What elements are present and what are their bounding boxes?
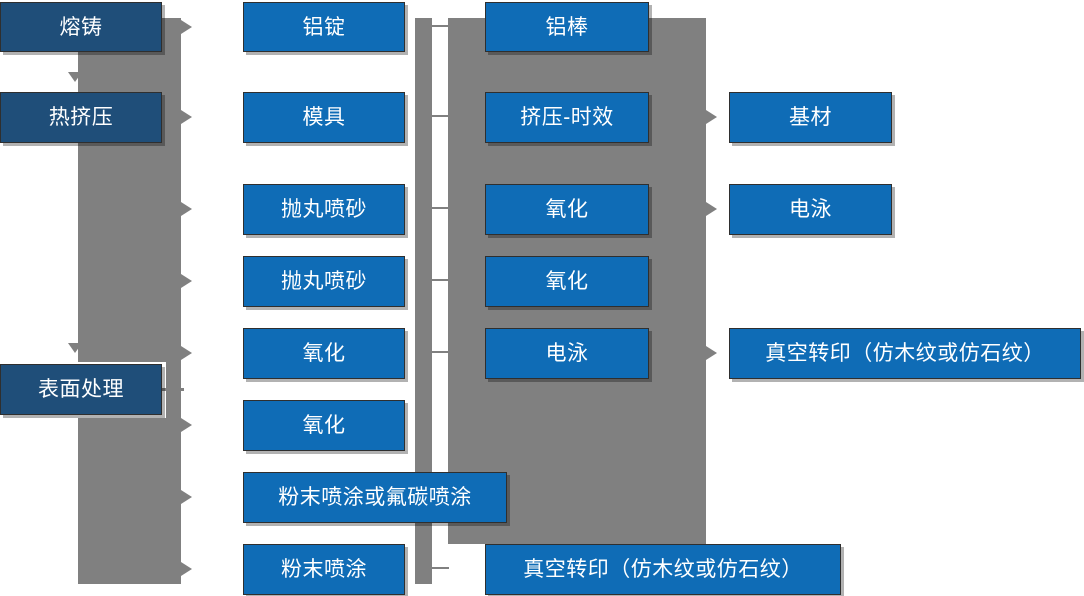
detail-extrusion-aging[interactable]: 挤压-时效 [485, 92, 649, 143]
arrow-to-proc-oxidation-1 [181, 346, 192, 360]
proc-mold[interactable]: 模具 [243, 92, 405, 143]
detail-vacuum-transfer-bottom[interactable]: 真空转印（仿木纹或仿石纹） [485, 544, 841, 595]
middle-trunk-connector [415, 18, 432, 584]
arrow-to-proc-powder-coating [181, 562, 192, 576]
proc-oxidation-2[interactable]: 氧化 [243, 400, 405, 451]
arrow-to-proc-powder-or-fluorocarbon [181, 490, 192, 504]
arrow-to-proc-shot-blasting-2 [181, 274, 192, 288]
proc-shot-blasting-2[interactable]: 抛丸喷砂 [243, 256, 405, 307]
output-electrophoresis[interactable]: 电泳 [729, 184, 892, 235]
output-vacuum-transfer[interactable]: 真空转印（仿木纹或仿石纹） [729, 328, 1081, 379]
detail-aluminum-rod[interactable]: 铝棒 [485, 2, 649, 52]
stage-surface-treatment[interactable]: 表面处理 [0, 364, 162, 415]
stage-hot-extrusion[interactable]: 热挤压 [0, 92, 162, 143]
arrow-to-output-vacuum-transfer [706, 346, 717, 360]
arrow-to-output-electrophoresis [706, 202, 717, 216]
tick-line-oxidation-2 [432, 279, 449, 281]
proc-oxidation-1[interactable]: 氧化 [243, 328, 405, 379]
tick-line-aluminum-rod [432, 25, 449, 27]
proc-shot-blasting-1[interactable]: 抛丸喷砂 [243, 184, 405, 235]
detail-oxidation-2[interactable]: 氧化 [485, 256, 649, 307]
proc-powder-coating[interactable]: 粉末喷涂 [243, 544, 405, 595]
tick-line-extrusion-aging [432, 115, 449, 117]
proc-aluminum-ingot[interactable]: 铝锭 [243, 2, 405, 52]
tick-line-vacuum-transfer-bottom [432, 567, 449, 569]
surface-treatment-stub [162, 388, 184, 391]
arrow-to-proc-shot-blasting-1 [181, 202, 192, 216]
tick-line-electrophoresis [432, 351, 449, 353]
tick-line-oxidation-1 [432, 207, 449, 209]
proc-powder-or-fluorocarbon[interactable]: 粉末喷涂或氟碳喷涂 [243, 472, 507, 523]
arrow-to-proc-mold [181, 110, 192, 124]
arrow-to-output-substrate [706, 110, 717, 124]
down-arrow-to-hot-extrusion [68, 72, 82, 82]
detail-electrophoresis[interactable]: 电泳 [485, 328, 649, 379]
down-arrow-to-surface-treatment [68, 343, 82, 353]
arrow-to-proc-aluminum-ingot [181, 20, 192, 34]
stage-melting[interactable]: 熔铸 [0, 2, 162, 52]
left-trunk-lower [166, 18, 181, 584]
arrow-to-proc-oxidation-2 [181, 418, 192, 432]
output-substrate[interactable]: 基材 [729, 92, 892, 143]
detail-oxidation-1[interactable]: 氧化 [485, 184, 649, 235]
